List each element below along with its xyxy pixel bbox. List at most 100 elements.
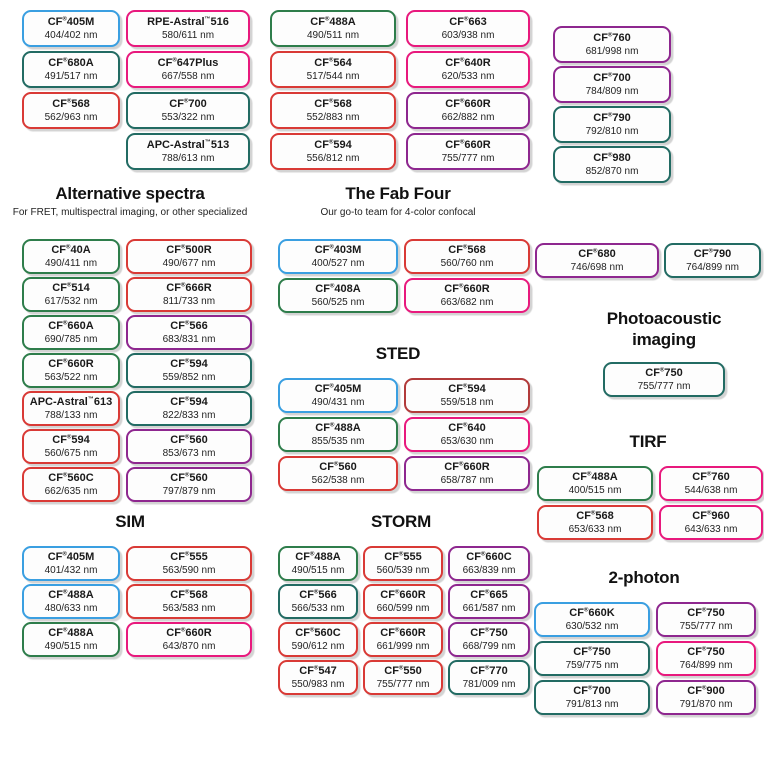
dye-name: CF®660R <box>445 98 491 110</box>
dye-name: CF®488A <box>310 16 356 28</box>
dye-wavelengths: 658/787 nm <box>440 475 494 486</box>
dye-name: CF®750 <box>470 627 508 639</box>
dye-wavelengths: 544/638 nm <box>684 485 738 496</box>
dye-name: CF®550 <box>384 665 422 677</box>
dye-wavelengths: 580/611 nm <box>161 30 215 41</box>
dye-wavelengths: 662/882 nm <box>441 112 495 123</box>
dye-name: CF®555 <box>170 551 208 563</box>
dye-wavelengths: 653/633 nm <box>568 524 622 535</box>
dye-wavelengths: 643/870 nm <box>162 641 216 652</box>
section-subtitle: Our go-to team for 4-color confocal <box>320 207 476 218</box>
dye-pill: CF®700 553/322 nm <box>126 92 250 129</box>
dye-name: CF®660C <box>466 551 512 563</box>
dye-name: CF®560C <box>295 627 341 639</box>
dye-wavelengths: 811/733 nm <box>162 296 216 307</box>
dye-name: CF®594 <box>314 139 352 151</box>
dye-name: CF®568 <box>170 589 208 601</box>
section-title: STORM <box>370 512 432 531</box>
dye-wavelengths: 517/544 nm <box>306 71 360 82</box>
dye-name: CF®488A <box>48 627 94 639</box>
dye-wavelengths: 490/515 nm <box>44 641 98 652</box>
dye-wavelengths: 553/322 nm <box>161 112 215 123</box>
dye-wavelengths: 653/630 nm <box>440 436 494 447</box>
dye-wavelengths: 490/677 nm <box>162 258 216 269</box>
section-title: Alternative spectra <box>55 184 205 203</box>
dye-pill: CF®488A 490/515 nm <box>22 622 120 657</box>
dye-wavelengths: 560/525 nm <box>311 297 365 308</box>
dye-name: CF®488A <box>48 589 94 601</box>
section-title: SIM <box>115 512 145 531</box>
dye-name: CF®560C <box>48 472 94 484</box>
dye-name: CF®403M <box>314 244 362 256</box>
section-title: 2-photon <box>608 568 680 587</box>
dye-wavelengths: 755/777 nm <box>441 153 495 164</box>
dye-wavelengths: 617/532 nm <box>44 296 98 307</box>
dye-wavelengths: 668/799 nm <box>462 641 516 652</box>
dye-name: CF®408A <box>315 283 361 295</box>
dye-wavelengths: 491/517 nm <box>44 71 98 82</box>
dye-name: CF®488A <box>572 471 618 483</box>
dye-wavelengths: 681/998 nm <box>585 46 639 57</box>
dye-wavelengths: 620/533 nm <box>441 71 495 82</box>
section-title: The Fab Four <box>345 184 451 203</box>
dye-wavelengths: 630/532 nm <box>565 621 619 632</box>
dye-name: CF®660A <box>48 320 94 332</box>
dye-wavelengths: 788/613 nm <box>161 153 215 164</box>
dye-wavelengths: 490/411 nm <box>44 258 98 269</box>
dye-wavelengths: 559/852 nm <box>162 372 216 383</box>
dye-wavelengths: 759/775 nm <box>565 660 619 671</box>
dye-name: CF®560 <box>319 461 357 473</box>
dye-pill: CF®750 668/799 nm <box>448 622 530 657</box>
dye-pill: CF®680A 491/517 nm <box>22 51 120 88</box>
dye-name: CF®660R <box>380 589 426 601</box>
dye-name: APC-Astral™613 <box>29 396 113 408</box>
dye-name: CF®500R <box>166 244 212 256</box>
dye-wavelengths: 490/431 nm <box>311 397 365 408</box>
dye-wavelengths: 550/983 nm <box>291 679 345 690</box>
dye-wavelengths: 566/533 nm <box>291 603 345 614</box>
dye-wavelengths: 401/432 nm <box>44 565 98 576</box>
dye-name: CF®660R <box>444 461 490 473</box>
dye-name: CF®594 <box>170 396 208 408</box>
dye-name: CF®547 <box>299 665 337 677</box>
section-subtitle: For FRET, multispectral imaging, or othe… <box>12 207 248 218</box>
dye-name: CF®488A <box>295 551 341 563</box>
dye-name: CF®700 <box>169 98 207 110</box>
dye-name: CF®405M <box>314 383 362 395</box>
dye-name: CF®680A <box>48 57 94 69</box>
dye-wavelengths: 791/870 nm <box>679 699 733 710</box>
dye-wavelengths: 661/999 nm <box>376 641 430 652</box>
dye-wavelengths: 853/673 nm <box>162 448 216 459</box>
dye-wavelengths: 562/963 nm <box>44 112 98 123</box>
